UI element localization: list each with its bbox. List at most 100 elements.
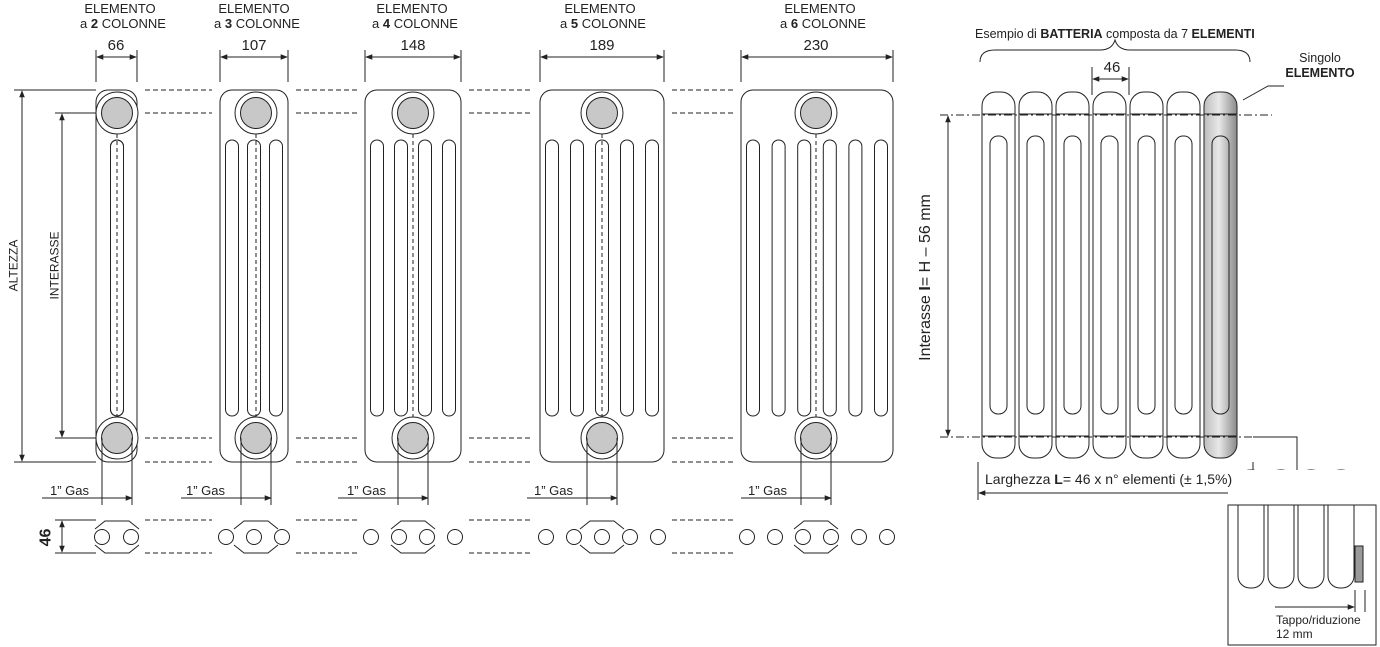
element-5-hub-inner	[586, 97, 618, 129]
element-6-slot	[771, 139, 786, 417]
element-2-drawing	[42, 50, 140, 554]
battery-element	[1166, 91, 1201, 459]
element-3-body	[219, 89, 289, 463]
element-3-topview-column	[274, 529, 290, 545]
gas-label-6: 1” Gas	[748, 483, 788, 498]
element-4-width: 148	[400, 37, 426, 54]
element-4-header: ELEMENTO a 4 COLONNE	[372, 1, 458, 31]
battery-element	[1092, 91, 1127, 459]
element-5-topview-column	[566, 529, 582, 545]
element-5-columns: a 5 COLONNE	[560, 16, 646, 31]
battery-interasse-label: Interasse I= H – 56 mm	[916, 194, 934, 361]
element-6-topview-column	[823, 529, 839, 545]
element-6-topview-column	[851, 529, 867, 545]
element-3-hub-inner	[240, 422, 272, 454]
battery-element	[1055, 91, 1090, 459]
element-6-topview-hub	[793, 520, 839, 554]
battery-layer	[940, 38, 1377, 646]
cap-label: Tappo/riduzione 12 mm	[1276, 613, 1361, 641]
gas-label-2: 1” Gas	[50, 483, 90, 498]
element-3-header: ELEMENTO a 3 COLONNE	[214, 1, 300, 31]
element-6-slot	[797, 139, 812, 417]
element-4-columns: a 4 COLONNE	[372, 16, 458, 31]
battery-element-slot	[1137, 135, 1156, 415]
element-4-topview-column	[363, 529, 379, 545]
element-6-label: ELEMENTO	[784, 1, 856, 16]
element-6-width: 230	[803, 37, 829, 54]
element-3-columns: a 3 COLONNE	[214, 16, 300, 31]
element-5-topview-column	[594, 529, 610, 545]
element-6-topview-column	[879, 529, 895, 545]
element-5-label: ELEMENTO	[564, 1, 636, 16]
interasse-label: INTERASSE	[47, 231, 62, 300]
element-3-label: ELEMENTO	[218, 1, 290, 16]
element-2-hub-inner	[101, 97, 133, 129]
battery-element-body	[1166, 91, 1201, 459]
gas-label-3: 1” Gas	[186, 483, 226, 498]
element-5-slot	[645, 139, 659, 417]
battery-title: Esempio di BATTERIA composta da 7 ELEMEN…	[975, 27, 1255, 41]
battery-element-slot	[1063, 135, 1082, 415]
element-3-width: 107	[241, 37, 267, 54]
single-element-leader	[1242, 85, 1284, 101]
element-5-body	[539, 89, 665, 463]
element-6-slot	[848, 139, 863, 417]
element-4-slot	[370, 139, 384, 417]
battery-element-body	[981, 91, 1016, 459]
battery-brace	[979, 38, 1251, 63]
element-3-hub-inner	[240, 97, 272, 129]
element-3-drawing	[181, 50, 290, 554]
element-6-columns: a 6 COLONNE	[780, 16, 866, 31]
single-element-line2: ELEMENTO	[1285, 66, 1355, 80]
element-5-drawing	[527, 50, 666, 554]
element-4-label: ELEMENTO	[376, 1, 448, 16]
element-5-slot	[545, 139, 559, 417]
element-6-slot	[746, 139, 760, 417]
element-4-drawing	[338, 50, 463, 554]
element-4-hub-inner	[397, 422, 429, 454]
battery-width-label: Larghezza L= 46 x n° elementi (± 1,5%)	[985, 471, 1233, 487]
battery-pitch: 46	[1103, 59, 1121, 76]
element-6-drawing	[739, 50, 895, 554]
element-3-slot	[269, 139, 283, 417]
element-5-topview-hub	[579, 520, 625, 554]
battery-element-body	[1129, 91, 1164, 459]
battery-element	[1129, 91, 1164, 459]
element-4-slot	[442, 139, 456, 417]
element-4-topview-column	[391, 529, 407, 545]
element-3-topview-hub	[233, 520, 279, 554]
element-4-hub-inner	[397, 97, 429, 129]
depth-label: 46	[37, 528, 55, 547]
element-3-slot	[225, 139, 239, 417]
element-5-topview-column	[650, 529, 666, 545]
element-6-topview-column	[767, 529, 783, 545]
element-3-slot	[247, 139, 261, 417]
cap-plug	[1354, 545, 1364, 583]
gas-label-5: 1” Gas	[534, 483, 574, 498]
detail-mask	[1228, 470, 1376, 505]
element-4-topview-column	[419, 529, 435, 545]
battery-element-slot	[1211, 135, 1230, 415]
element-2-label: ELEMENTO	[84, 1, 156, 16]
battery-element-slot	[1026, 135, 1045, 415]
element-6-hub-inner	[800, 97, 832, 129]
altezza-label: ALTEZZA	[6, 239, 21, 292]
battery-single-element	[1203, 91, 1238, 459]
element-2-width: 66	[107, 37, 125, 54]
element-5-topview-column	[538, 529, 554, 545]
element-5-topview-column	[622, 529, 638, 545]
element-6-topview-column	[739, 529, 755, 545]
element-2-topview-hub	[94, 520, 140, 554]
single-element-label: Singolo ELEMENTO	[1280, 51, 1360, 81]
battery-element-body	[1018, 91, 1053, 459]
element-2-hub-inner	[101, 422, 133, 454]
cap-label-line2: 12 mm	[1276, 627, 1313, 641]
element-4-topview-hub	[390, 520, 436, 554]
element-5-width: 189	[589, 37, 615, 54]
element-2-body	[95, 89, 138, 463]
battery-single-element-body	[1203, 91, 1238, 459]
element-3-topview-column	[246, 529, 262, 545]
element-6-header: ELEMENTO a 6 COLONNE	[780, 1, 866, 31]
gas-label-4: 1” Gas	[347, 483, 387, 498]
element-6-topview-column	[795, 529, 811, 545]
